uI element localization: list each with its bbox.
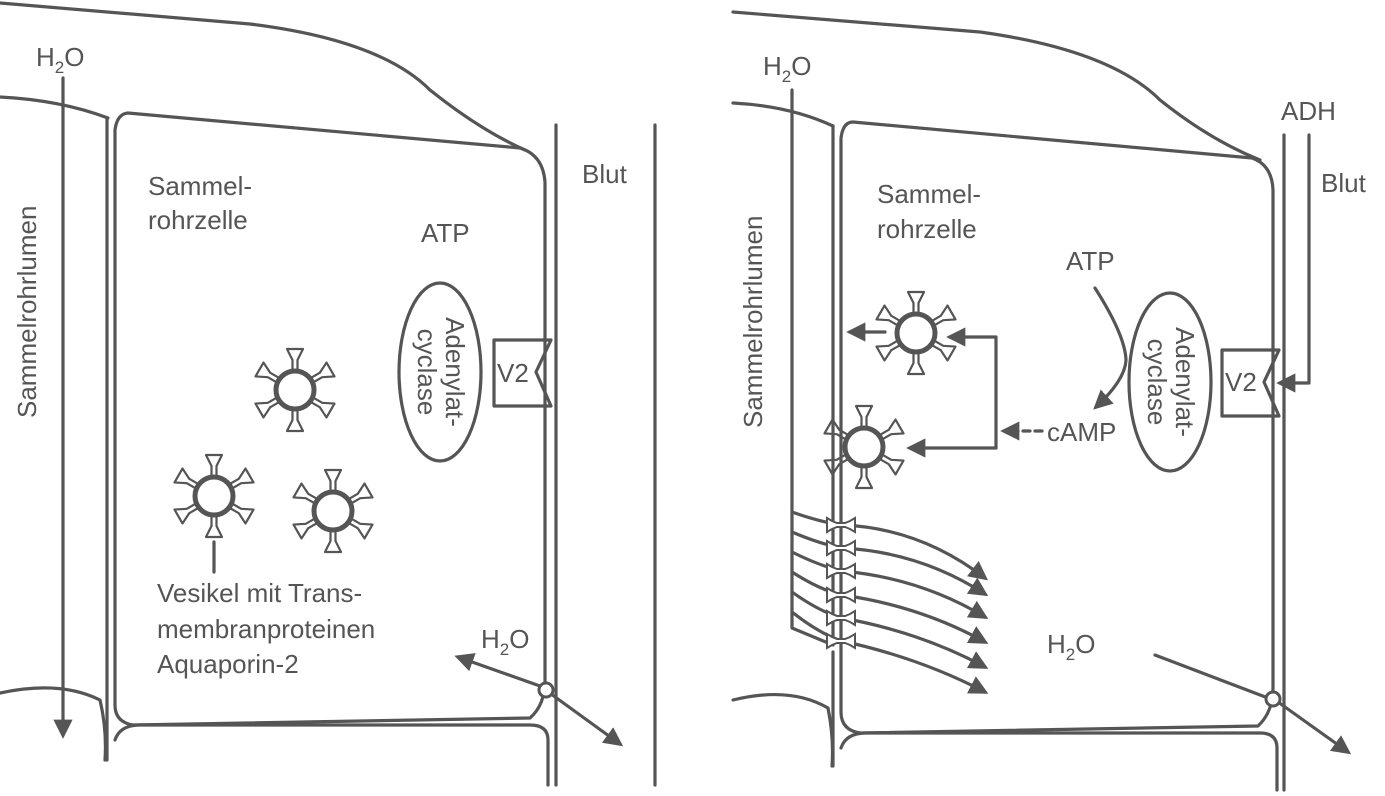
svg-text:Adenylat-: Adenylat- xyxy=(1170,327,1200,437)
left-lower-cell-outline xyxy=(113,723,550,787)
right-basolateral-channel xyxy=(1264,690,1282,708)
left-vesicle-1 xyxy=(255,349,334,431)
left-v2-label: V2 xyxy=(497,358,529,388)
left-upper-cell-outline xyxy=(0,1,527,152)
svg-text:cyclase: cyclase xyxy=(1142,339,1172,426)
left-vesicle-caption-line1: Vesikel mit Trans- xyxy=(157,578,362,608)
left-adenylate-cyclase-label: Adenylat- cyclase xyxy=(412,317,470,427)
right-v2-receptor xyxy=(1220,348,1281,418)
right-water-flow-5 xyxy=(790,590,989,669)
left-h2o-top-label: H2O xyxy=(36,42,84,77)
right-water-flow-4 xyxy=(790,570,989,644)
left-atp-label: ATP xyxy=(421,218,470,248)
right-camp-bracket-top xyxy=(946,327,998,450)
left-upper-left-cell-outline xyxy=(0,95,110,120)
left-h2o-arrow-to-blood xyxy=(549,692,624,747)
right-collecting-duct-cell xyxy=(839,120,1275,735)
right-upper-left-cell-outline xyxy=(731,101,835,128)
right-lower-left-cell-outline xyxy=(731,692,835,768)
svg-text:Adenylat-: Adenylat- xyxy=(440,317,470,427)
left-basolateral-channel xyxy=(537,681,555,699)
right-lumen-label: Sammelrohrlumen xyxy=(738,216,768,428)
right-h2o-bottom-label: H2O xyxy=(1047,629,1095,664)
right-v2-label: V2 xyxy=(1225,367,1257,397)
left-lower-left-cell-outline xyxy=(0,686,108,762)
left-vesicle-2 xyxy=(174,455,253,537)
left-collecting-duct-cell xyxy=(113,111,547,727)
right-h2o-arrow-to-blood xyxy=(1276,700,1352,755)
svg-text:cyclase: cyclase xyxy=(412,329,442,416)
right-h2o-top-label: H2O xyxy=(763,51,811,86)
left-cell-label-line1: Sammel- xyxy=(148,171,252,201)
right-water-flow-6 xyxy=(790,610,989,694)
left-cell-label-line2: rohrzelle xyxy=(148,205,248,235)
left-panel: H2O Sammelrohrlumen Sammel- rohrzelle AT… xyxy=(0,1,657,787)
right-cell-label-line2: rohrzelle xyxy=(877,214,977,244)
left-blood-label: Blut xyxy=(582,159,628,189)
left-adenylate-cyclase-ellipse xyxy=(397,281,483,463)
right-panel: H2O Sammelrohrlumen Sammel- rohrzelle cA… xyxy=(731,10,1367,792)
right-water-flow-2 xyxy=(790,530,989,597)
right-water-flow-1 xyxy=(790,510,989,581)
left-v2-receptor xyxy=(492,338,553,408)
right-h2o-line-to-channel xyxy=(1153,653,1270,700)
right-water-flow-3 xyxy=(790,550,989,619)
right-lower-cell-outline xyxy=(839,731,1279,792)
left-vesicle-caption-line3: Aquaporin-2 xyxy=(157,649,299,679)
right-blood-label: Blut xyxy=(1321,168,1367,198)
right-vesicle-2 xyxy=(824,406,903,488)
left-h2o-arrow-into-cell xyxy=(454,653,542,688)
right-lumen-water-line xyxy=(790,88,835,647)
right-atp-label: ATP xyxy=(1066,246,1115,276)
right-upper-cell-outline xyxy=(731,10,1262,162)
right-cell-label-line1: Sammel- xyxy=(877,179,981,209)
left-h2o-bottom-label: H2O xyxy=(481,624,529,659)
right-atp-to-camp-arrow xyxy=(1093,286,1128,410)
right-adh-arrow xyxy=(1276,133,1311,393)
left-vesicle-3 xyxy=(293,470,372,552)
left-vesicle-caption-line2: membranproteinen xyxy=(157,614,375,644)
right-camp-label: cAMP xyxy=(1047,417,1116,447)
right-vesicle-1 xyxy=(876,292,955,374)
right-adenylate-cyclase-ellipse xyxy=(1127,291,1213,473)
left-lumen-label: Sammelrohrlumen xyxy=(12,206,42,418)
right-adenylate-cyclase-label: Adenylat- cyclase xyxy=(1142,327,1200,437)
right-adh-label: ADH xyxy=(1281,96,1336,126)
